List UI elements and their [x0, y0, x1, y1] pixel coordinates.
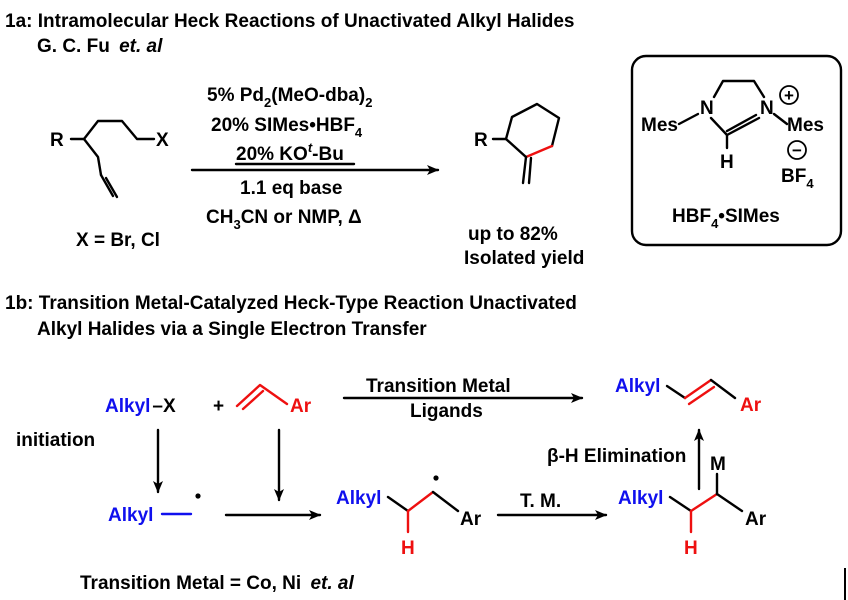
product-ar-label: Ar	[740, 395, 762, 416]
substrate-x-label: X	[156, 130, 169, 151]
int1-ar-label: Ar	[460, 509, 482, 530]
condition-ligand: 20% SIMes•HBF4	[211, 115, 363, 140]
int2-alkyl-label: Alkyl	[618, 488, 663, 509]
alkyl-metal-intermediate: Alkyl M Ar H	[618, 454, 767, 559]
authors-et-al: et. al	[119, 36, 163, 57]
initiation-label: initiation	[16, 430, 95, 451]
footer-note: Transition Metal = Co, Ni et. al	[80, 573, 354, 594]
int2-ar-label: Ar	[745, 509, 767, 530]
substrate-r-label: R	[50, 130, 64, 151]
product-r-label: R	[474, 130, 488, 151]
tm-label: T. M.	[520, 491, 561, 512]
condition-solvent: CH3CN or NMP, Δ	[206, 207, 362, 232]
n-right-label: N	[760, 98, 774, 119]
yield-label: Isolated yield	[464, 248, 584, 269]
h-label: H	[720, 152, 734, 173]
part-a-authors: G. C. Fu et. al	[37, 36, 163, 57]
condition-equiv: 1.1 eq base	[240, 178, 342, 199]
mes-left-label: Mes	[641, 115, 678, 136]
product-alkyl-label: Alkyl	[615, 376, 660, 397]
arrow-label-ligands: Ligands	[410, 401, 483, 422]
plus-charge: +	[784, 86, 794, 105]
benzyl-radical-intermediate: Alkyl Ar H	[336, 475, 482, 559]
condition-catalyst: 5% Pd2(MeO-dba)2	[207, 85, 372, 110]
styrene-ar-label: Ar	[290, 396, 312, 417]
styrene-structure: Ar	[235, 383, 312, 417]
substrate-structure: R X	[50, 119, 169, 199]
reaction-conditions: 5% Pd2(MeO-dba)2 20% SIMes•HBF4 20% KOt-…	[190, 85, 440, 232]
halide-definition: X = Br, Cl	[76, 230, 160, 251]
n-left-label: N	[700, 98, 714, 119]
int1-alkyl-label: Alkyl	[336, 488, 381, 509]
radical-alkyl-label: Alkyl	[108, 505, 153, 526]
part-a-title: 1a: Intramolecular Heck Reactions of Una…	[5, 11, 575, 32]
alkyl-radical: Alkyl	[108, 493, 201, 526]
condition-base: 20% KOt-Bu	[236, 140, 344, 165]
part-b-title-line2: Alkyl Halides via a Single Electron Tran…	[37, 319, 427, 340]
product-alkene: Alkyl Ar	[615, 376, 762, 416]
int2-m-label: M	[710, 454, 726, 475]
part-b-title-line1: 1b: Transition Metal-Catalyzed Heck-Type…	[5, 293, 577, 314]
elimination-label: β-H Elimination	[547, 446, 686, 467]
alkyl-halide: Alkyl–X	[105, 396, 176, 417]
authors-name: G. C. Fu	[37, 36, 110, 57]
arrow-label-metal: Transition Metal	[366, 376, 511, 397]
yield-value: up to 82%	[468, 224, 558, 245]
bf4-label: BF4	[781, 166, 814, 191]
int1-h-label: H	[401, 538, 415, 559]
ligand-name: HBF4•SIMes	[672, 206, 780, 231]
minus-charge: −	[792, 141, 802, 160]
plus-sign: +	[213, 396, 224, 417]
mes-right-label: Mes	[787, 115, 824, 136]
product-structure: R	[474, 102, 561, 185]
ligand-box: Mes N N Mes H + − BF4 HBF4•SIMes	[630, 54, 843, 247]
int2-h-label: H	[684, 538, 698, 559]
